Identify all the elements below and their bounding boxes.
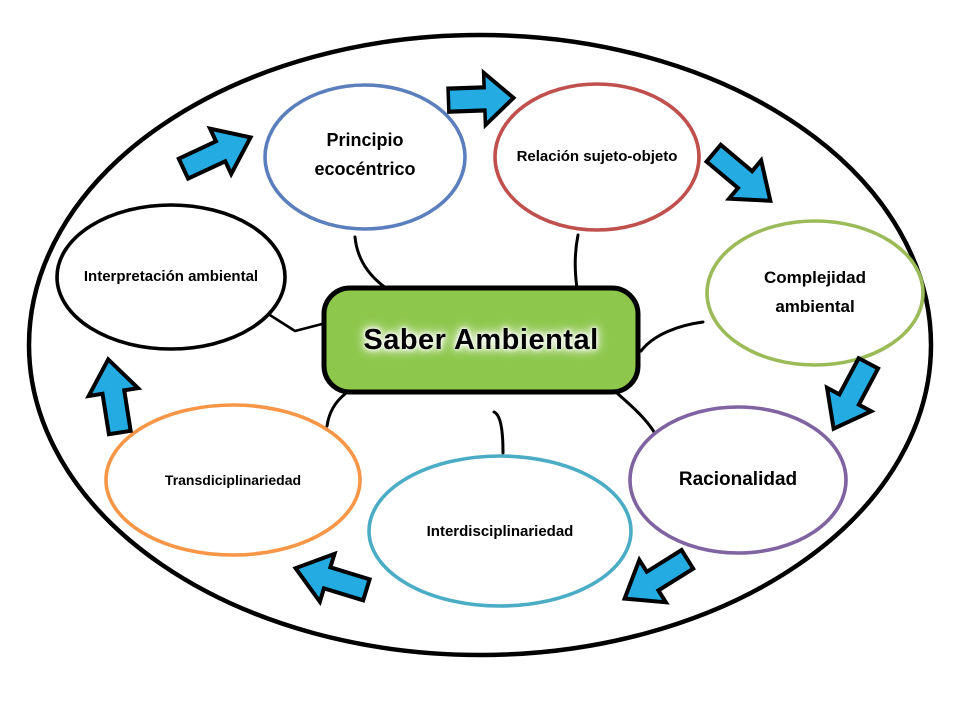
node-ellipse-transdiciplinariedad	[104, 403, 362, 557]
node-ellipse-interpretacion-ambiental	[55, 203, 287, 351]
connector-relacion-center	[573, 233, 580, 290]
connector-interdisciplinariedad-center	[492, 410, 505, 455]
flow-arrow-up-right-icon	[176, 125, 254, 182]
connector-interpretacion-center	[260, 308, 324, 333]
connector-racionalidad-center	[615, 391, 660, 441]
node-ellipse-complejidad-ambiental	[705, 219, 925, 367]
flow-arrow-down-right-icon	[703, 141, 773, 203]
center-box	[321, 285, 641, 395]
node-ellipse-interdisciplinariedad	[367, 454, 633, 608]
flow-arrow-left-icon	[292, 550, 373, 607]
outer-boundary-ellipse	[26, 32, 934, 658]
flow-arrow-left-down-icon	[621, 547, 696, 605]
flow-arrow-right-icon	[446, 68, 517, 130]
flow-arrow-up-icon	[85, 356, 143, 437]
node-ellipse-relacion-sujeto-objeto	[493, 82, 701, 232]
node-ellipse-principio-ecocentrico	[263, 83, 467, 231]
flow-arrow-group	[85, 68, 881, 607]
connector-principio-center	[353, 235, 388, 290]
node-ellipse-racionalidad	[628, 405, 848, 555]
connector-complejidad-center	[639, 320, 705, 353]
connector-transdiciplinariedad-center	[325, 392, 347, 428]
flow-arrow-down-left-icon	[824, 355, 881, 432]
